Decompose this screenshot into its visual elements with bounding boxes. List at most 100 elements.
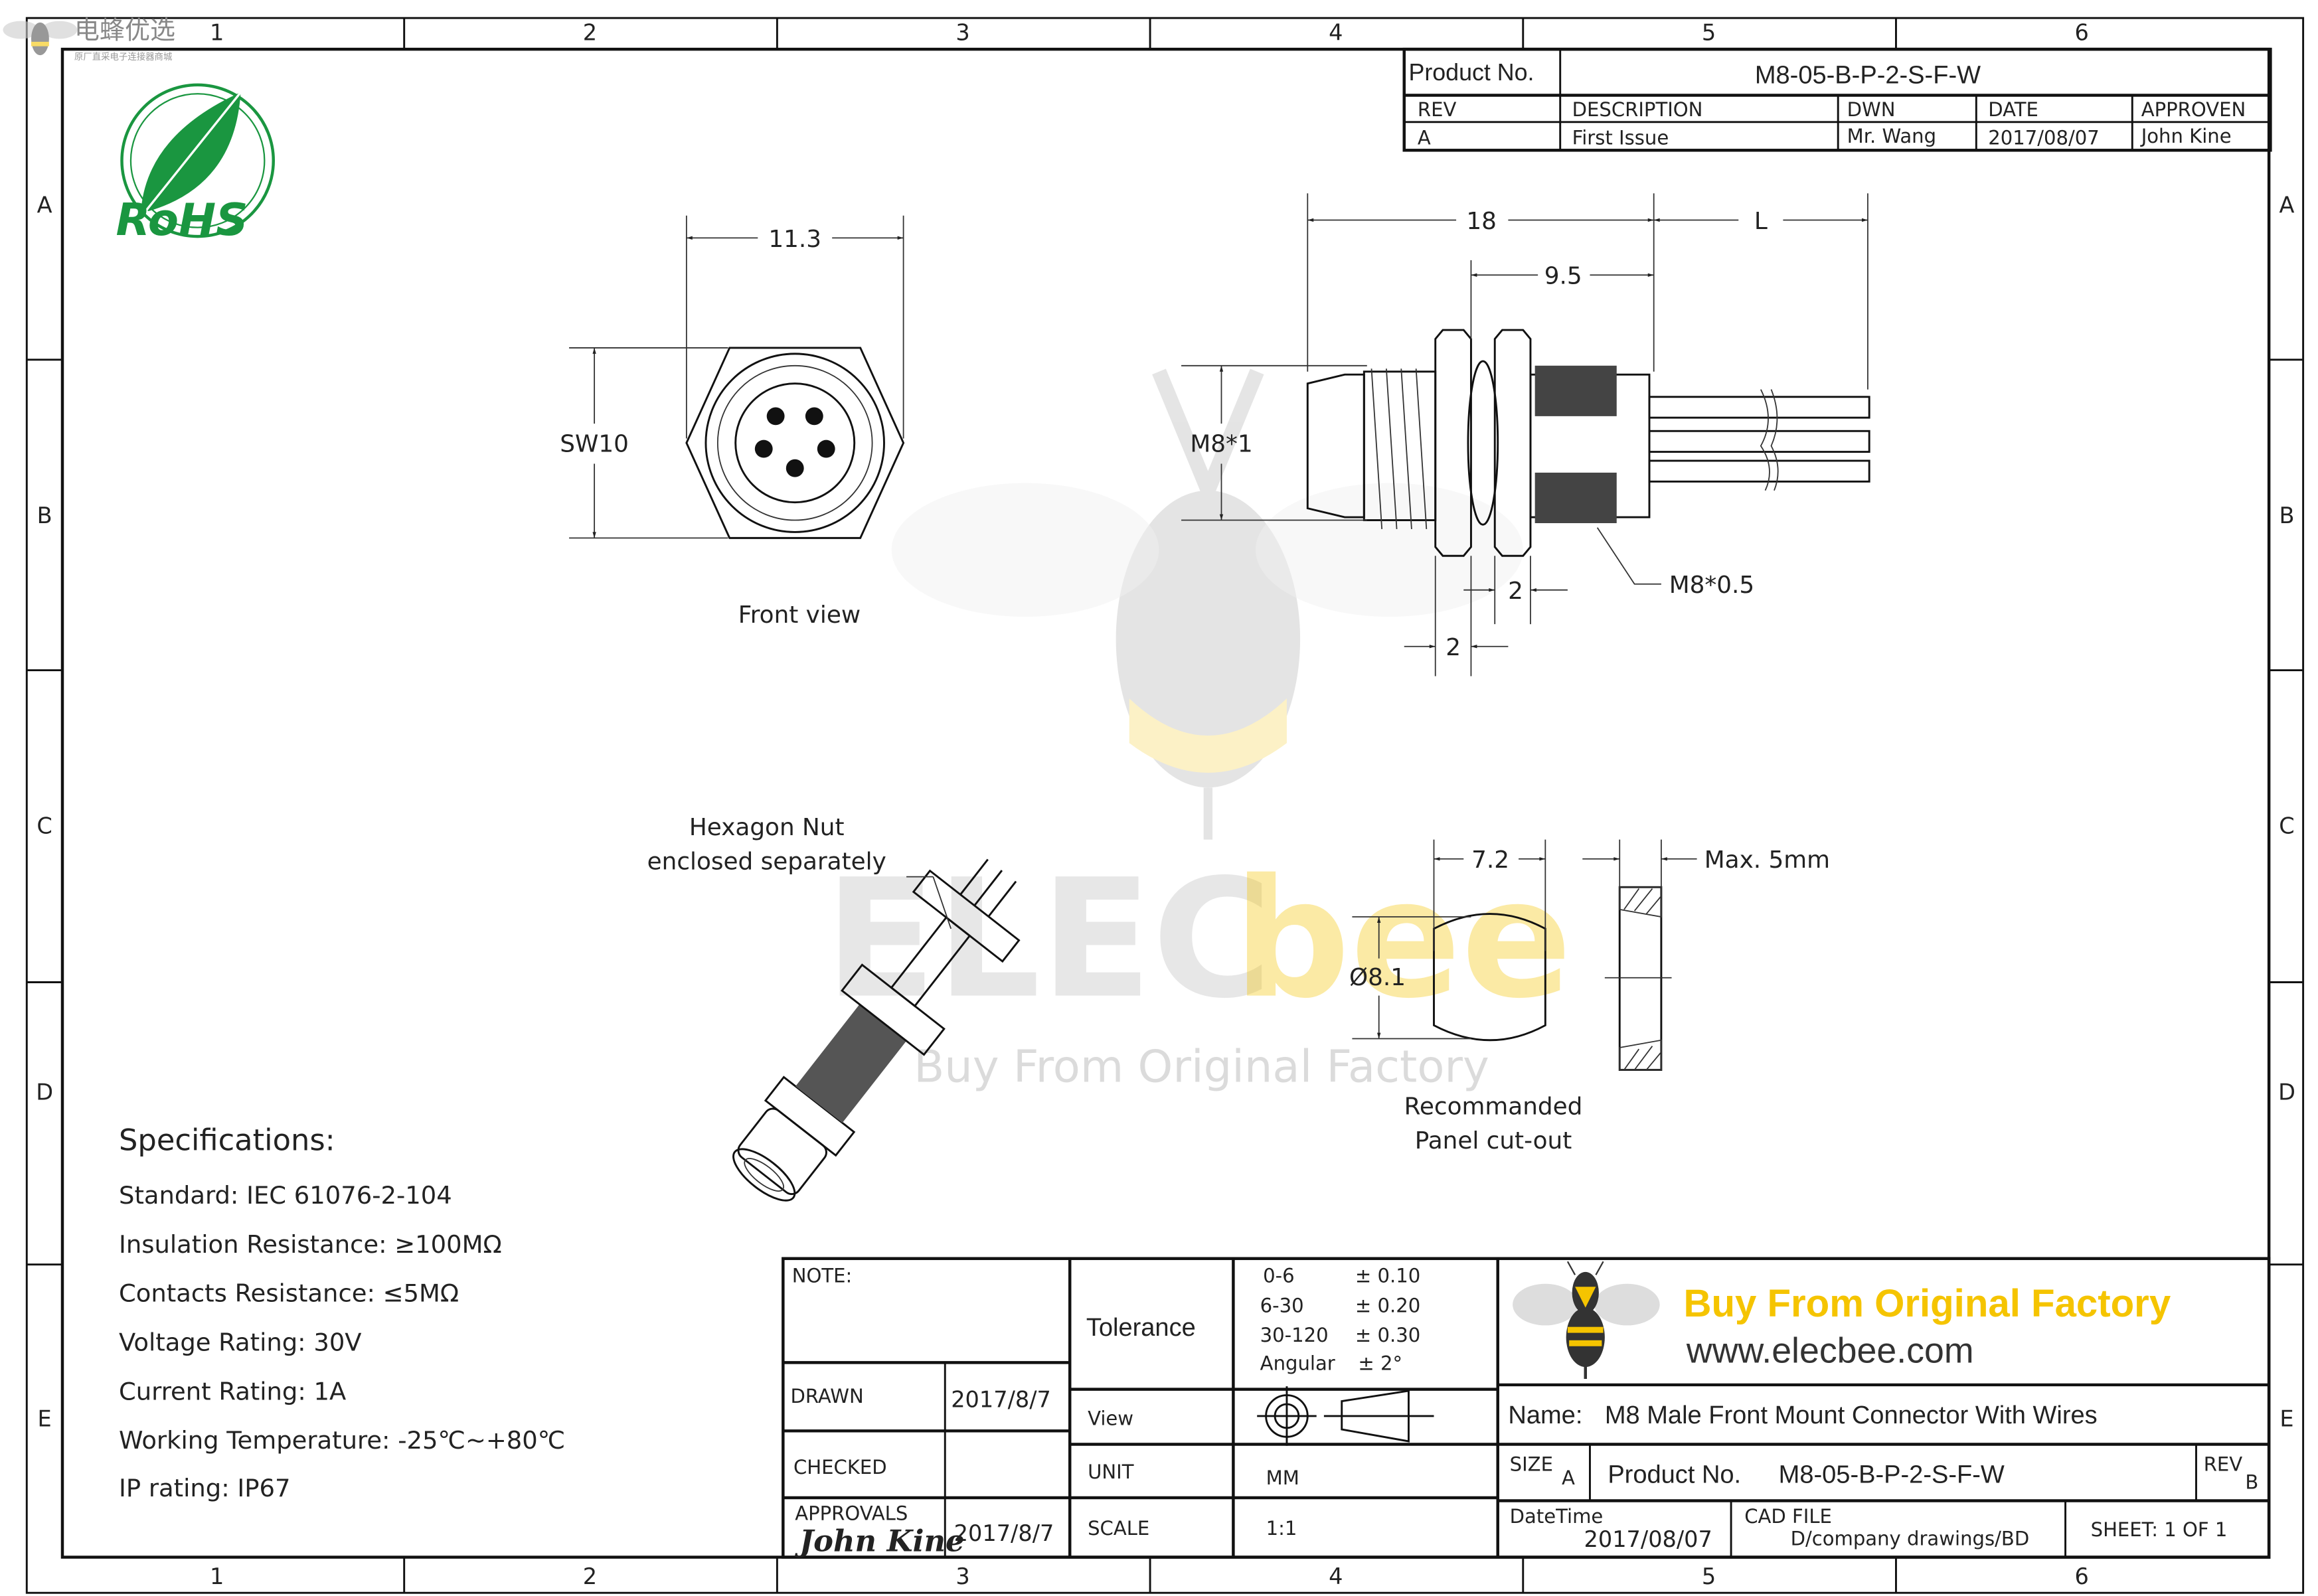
watermark-text-elec: ELEC	[825, 845, 1272, 1035]
spec-item: IP rating: IP67	[119, 1474, 290, 1502]
approven-header: APPROVEN	[2141, 98, 2246, 121]
approvals-label: APPROVALS	[795, 1502, 908, 1525]
spec-item: Insulation Resistance: ≥100MΩ	[119, 1230, 502, 1259]
view-label: View	[1088, 1407, 1133, 1429]
description-header: DESCRIPTION	[1572, 98, 1703, 121]
specifications: Specifications: Standard: IEC 61076-2-10…	[119, 1122, 565, 1502]
datetime-label: DateTime	[1510, 1505, 1604, 1528]
product-no-value: M8-05-B-P-2-S-F-W	[1755, 62, 1981, 90]
tolerance-label: Tolerance	[1086, 1314, 1196, 1342]
unit-value: MM	[1266, 1467, 1299, 1489]
col-label: 2	[583, 20, 597, 46]
name-label: Name:	[1508, 1401, 1582, 1429]
col-label: 3	[955, 20, 969, 46]
tolerance-value: ± 0.20	[1355, 1294, 1420, 1317]
col-label: 3	[955, 1563, 969, 1589]
col-label: 6	[2075, 1563, 2089, 1589]
side-nut-width2: 2	[1446, 634, 1461, 661]
watermark-cn-subtitle: 原厂直采电子连接器商城	[74, 51, 172, 62]
front-view	[569, 215, 905, 539]
cutout-label-2: Panel cut-out	[1415, 1127, 1572, 1155]
col-label: 1	[210, 1563, 224, 1589]
brand-url: www.elecbee.com	[1686, 1330, 1974, 1370]
col-label: 5	[1702, 20, 1716, 46]
tolerance-range: Angular	[1260, 1352, 1335, 1375]
spec-item: Current Rating: 1A	[119, 1377, 346, 1405]
isometric-view	[732, 858, 1021, 1202]
datetime-value: 2017/08/07	[1584, 1526, 1712, 1552]
rohs-text: RoHS	[116, 194, 248, 246]
watermark	[891, 368, 1523, 840]
row-label: D	[36, 1079, 53, 1105]
elecbee-corner-logo	[3, 21, 78, 56]
side-nut-width1: 2	[1508, 578, 1523, 605]
spec-item: Contacts Resistance: ≤5MΩ	[119, 1279, 459, 1308]
cad-file-label: CAD FILE	[1744, 1505, 1832, 1528]
note-label: NOTE:	[792, 1265, 853, 1287]
row-label: A	[2279, 192, 2295, 218]
product-no-label: Product No.	[1408, 59, 1534, 86]
dwn-header: DWN	[1847, 98, 1896, 121]
tolerance-value: ± 0.30	[1355, 1324, 1420, 1346]
description-value: First Issue	[1572, 126, 1669, 149]
cutout-max-dim: Max. 5mm	[1704, 846, 1830, 874]
side-length-dim: L	[1754, 208, 1768, 235]
col-label: 1	[210, 20, 224, 46]
brand-slogan: Buy From Original Factory	[1683, 1282, 2171, 1325]
row-label: D	[2278, 1079, 2295, 1105]
spec-item: Voltage Rating: 30V	[119, 1328, 362, 1356]
front-sw-dim: SW10	[560, 431, 629, 458]
projection-symbol-icon	[1257, 1386, 1434, 1446]
revision-table: Product No. M8-05-B-P-2-S-F-W REV DESCRI…	[1402, 47, 2272, 152]
size-value: A	[1562, 1467, 1575, 1489]
tolerance-value: ± 0.10	[1355, 1265, 1420, 1287]
iso-label-2: enclosed separately	[647, 848, 886, 875]
drawing-frame: 1 2 3 4 5 6 1 2 3 4 5 6 A B C D E A B C …	[25, 17, 2305, 1594]
rev-header: REV	[1418, 98, 1457, 121]
rev-value: B	[2245, 1471, 2258, 1494]
col-label: 6	[2075, 20, 2089, 46]
cad-file-value: D/company drawings/BD	[1791, 1528, 2030, 1550]
scale-value: 1:1	[1266, 1517, 1297, 1540]
rohs-logo: Green Product RoHS	[116, 83, 275, 246]
approven-value: John Kine	[2140, 125, 2232, 147]
spec-item: Working Temperature: -25℃~+80℃	[119, 1426, 565, 1455]
col-label: 2	[583, 1563, 597, 1589]
date-value: 2017/08/07	[1988, 126, 2100, 149]
tolerance-range: 6-30	[1260, 1294, 1304, 1317]
dwn-value: Mr. Wang	[1847, 125, 1936, 147]
row-label: E	[2279, 1406, 2293, 1432]
row-label: C	[37, 813, 52, 839]
name-value: M8 Male Front Mount Connector With Wires	[1605, 1401, 2098, 1429]
spec-item: Standard: IEC 61076-2-104	[119, 1181, 452, 1210]
tolerance-range: 0-6	[1263, 1265, 1295, 1287]
col-label: 4	[1329, 20, 1343, 46]
side-view	[1181, 193, 1870, 677]
watermark-slogan: Buy From Original Factory	[914, 1040, 1489, 1092]
front-view-label: Front view	[738, 601, 861, 629]
row-label: B	[2279, 503, 2294, 528]
side-thread-major: M8*1	[1190, 431, 1252, 458]
unit-label: UNIT	[1088, 1461, 1134, 1483]
col-label: 5	[1702, 1563, 1716, 1589]
row-label: B	[37, 503, 52, 528]
drawn-label: DRAWN	[791, 1385, 864, 1407]
panel-cutout	[1352, 839, 1697, 1071]
sheet-label: SHEET: 1 OF 1	[2091, 1518, 2228, 1541]
date-header: DATE	[1988, 98, 2038, 121]
title-block: NOTE: DRAWN CHECKED APPROVALS View UNIT …	[782, 1257, 2271, 1559]
size-label: SIZE	[1510, 1453, 1553, 1476]
rev-value: A	[1418, 126, 1431, 149]
front-width-dim: 11.3	[768, 226, 821, 253]
drawn-date: 2017/8/7	[951, 1387, 1051, 1413]
product-value: M8-05-B-P-2-S-F-W	[1779, 1461, 2005, 1489]
spec-title: Specifications:	[119, 1122, 335, 1157]
watermark-text-bee: bee	[1233, 845, 1572, 1035]
row-label: A	[37, 192, 52, 218]
side-thread-rear: M8*0.5	[1669, 572, 1755, 599]
side-overall-dim: 18	[1466, 208, 1497, 235]
tolerance-value: ± 2°	[1358, 1352, 1402, 1375]
rev-label: REV	[2204, 1453, 2243, 1476]
cutout-dia-dim: Ø8.1	[1349, 964, 1406, 991]
